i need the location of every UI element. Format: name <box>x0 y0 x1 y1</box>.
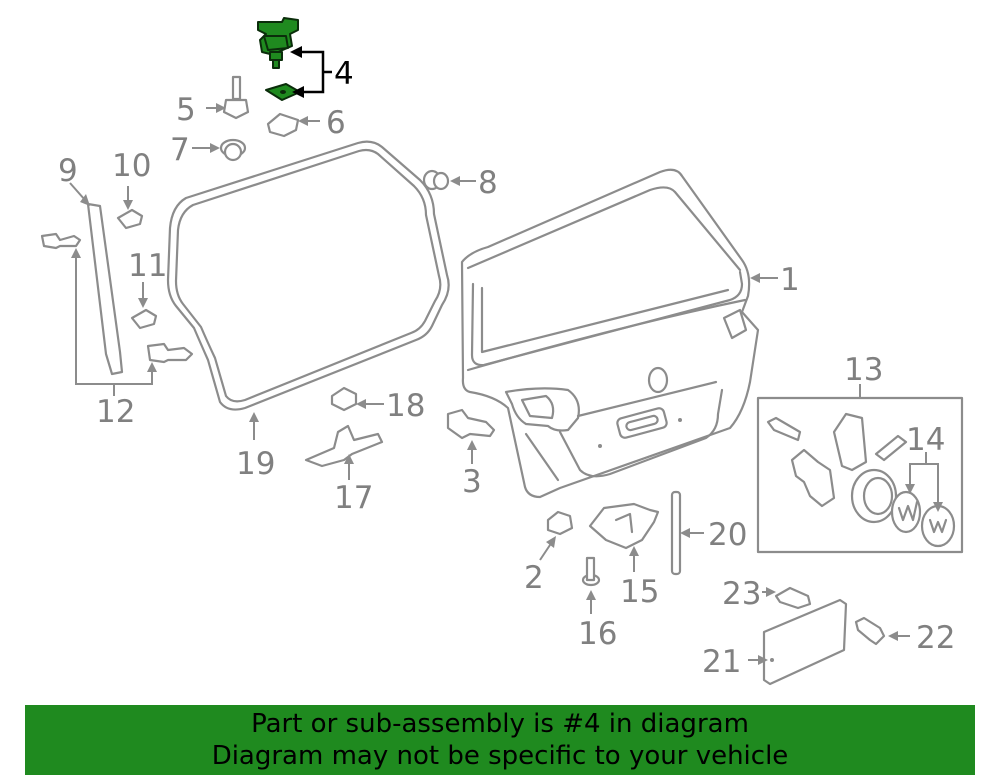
screw-part-23 <box>762 586 812 610</box>
nut-part-2 <box>539 510 574 561</box>
callout-19: 19 <box>236 446 275 482</box>
callout-2: 2 <box>524 560 544 596</box>
callout-5: 5 <box>176 92 196 128</box>
callout-3: 3 <box>462 464 482 500</box>
callout-21: 21 <box>702 644 741 680</box>
lock-assembly-box-part-13 <box>756 384 964 554</box>
info-banner: Part or sub-assembly is #4 in diagram Di… <box>25 705 975 775</box>
callout-1: 1 <box>780 262 800 298</box>
callout-15: 15 <box>620 574 659 610</box>
rod-part-20 <box>670 490 704 576</box>
hinge-callout-leader <box>290 46 332 98</box>
seal-leader <box>249 412 259 440</box>
bumper-part-8 <box>422 169 476 191</box>
bracket-part-17 <box>304 424 384 480</box>
callout-10: 10 <box>112 148 151 184</box>
banner-line-disclaimer: Diagram may not be specific to your vehi… <box>211 741 789 771</box>
callout-17: 17 <box>334 480 373 516</box>
stud-part-3 <box>446 408 496 464</box>
callout-14: 14 <box>906 422 945 458</box>
callout-9: 9 <box>58 153 78 189</box>
weatherstrip-seal-part <box>166 140 450 411</box>
screw-part-22 <box>854 616 910 646</box>
banner-line-part-number: Part or sub-assembly is #4 in diagram <box>251 709 749 739</box>
callout-13: 13 <box>844 352 883 388</box>
callout-7: 7 <box>170 132 190 168</box>
nut-part-18 <box>330 386 384 412</box>
callout-8: 8 <box>478 165 498 201</box>
clip-part-6 <box>266 112 320 138</box>
hinge-part-highlighted <box>257 17 301 101</box>
clip-part-10 <box>116 186 144 230</box>
screw-part-16 <box>581 556 601 614</box>
callout-18: 18 <box>386 388 425 424</box>
callout-4: 4 <box>334 56 354 92</box>
callout-23: 23 <box>722 576 761 612</box>
callout-6: 6 <box>326 105 346 141</box>
bolt-part-5 <box>206 75 250 120</box>
callout-11: 11 <box>128 248 167 284</box>
strut-part-9 <box>69 182 124 376</box>
liftgate-shell-part <box>460 168 760 499</box>
liftgate-leader <box>750 273 778 283</box>
clip-part-11 <box>130 282 158 330</box>
callout-12: 12 <box>96 394 135 430</box>
grommet-part-7 <box>192 138 247 162</box>
bracket-part-15 <box>588 502 660 572</box>
ball-stud-part-12 <box>40 232 194 396</box>
callout-20: 20 <box>708 517 747 553</box>
callout-22: 22 <box>916 620 955 656</box>
plate-part-21 <box>748 598 848 686</box>
callout-16: 16 <box>578 616 617 652</box>
